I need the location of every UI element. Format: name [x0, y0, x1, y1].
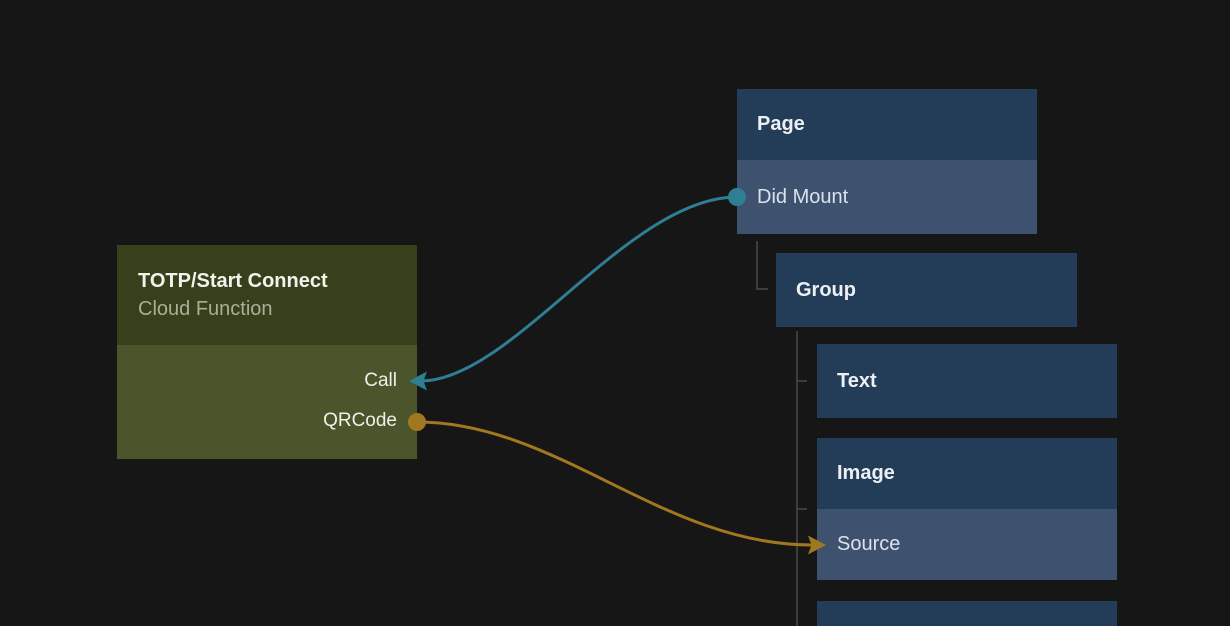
tree-node-row-source[interactable]: Source	[817, 509, 1117, 580]
tree-connector-line	[756, 241, 758, 290]
tree-node-page-header: Page	[737, 89, 1037, 160]
tree-connector-line	[756, 288, 768, 290]
tree-node-row-did-mount[interactable]: Did Mount	[737, 160, 1037, 234]
cloud-function-node[interactable]: TOTP/Start Connect Cloud Function Call Q…	[117, 245, 417, 459]
tree-node-page[interactable]: Page Did Mount	[737, 89, 1037, 234]
tree-node-partial-header	[817, 601, 1117, 626]
output-port-qrcode-label: QRCode	[323, 410, 397, 431]
tree-node-group-header: Group	[776, 253, 1077, 327]
wire-did-mount-to-call[interactable]	[420, 195, 738, 383]
tree-node-image[interactable]: Image Source	[817, 438, 1117, 580]
tree-node-image-header: Image	[817, 438, 1117, 509]
output-port-call-label: Call	[364, 370, 397, 391]
tree-node-row-source-label: Source	[837, 533, 901, 555]
tree-node-text-title: Text	[837, 369, 877, 392]
output-port-call[interactable]: Call	[137, 361, 397, 401]
wire-qrcode-to-source[interactable]	[416, 420, 813, 547]
cloud-function-subtitle: Cloud Function	[138, 298, 273, 320]
tree-connector-line	[798, 508, 807, 510]
tree-node-text[interactable]: Text	[817, 344, 1117, 418]
cloud-function-node-body: Call QRCode	[117, 345, 417, 459]
tree-connector-line	[796, 331, 798, 626]
cloud-function-node-header: TOTP/Start Connect Cloud Function	[117, 245, 417, 345]
tree-node-group[interactable]: Group	[776, 253, 1077, 327]
tree-node-image-title: Image	[837, 462, 895, 484]
cloud-function-title: TOTP/Start Connect	[138, 270, 328, 292]
tree-node-partial[interactable]	[817, 601, 1117, 626]
tree-connector-line	[798, 380, 807, 382]
tree-node-text-header: Text	[817, 344, 1117, 418]
tree-node-row-did-mount-label: Did Mount	[757, 185, 849, 208]
tree-node-group-title: Group	[796, 278, 856, 301]
tree-node-page-title: Page	[757, 113, 805, 135]
output-port-qrcode[interactable]: QRCode	[137, 401, 397, 441]
